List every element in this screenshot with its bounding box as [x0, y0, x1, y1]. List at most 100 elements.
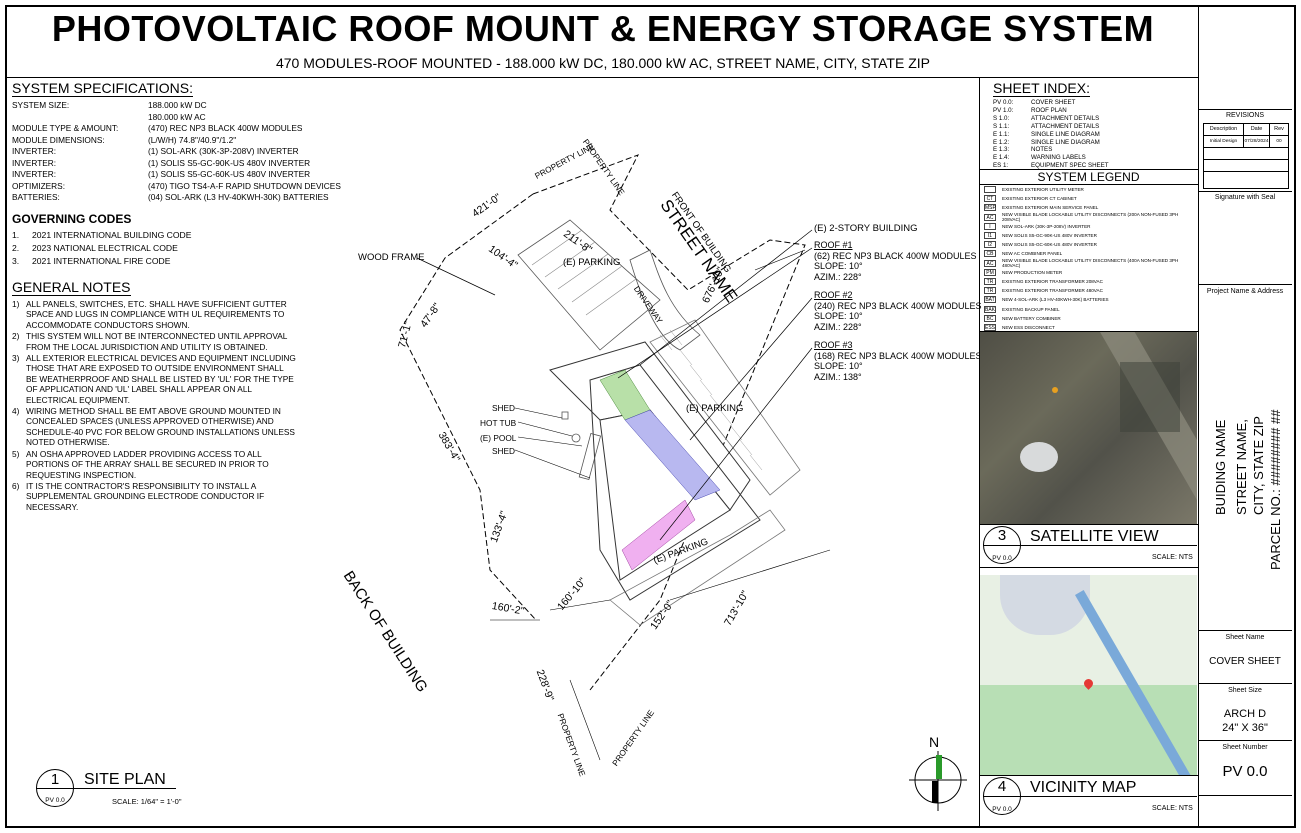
sheet-index-row: S 1.0: ATTACHMENT DETAILS [993, 115, 1193, 123]
note-text: AN OSHA APPROVED LADDER PROVIDING ACCESS… [26, 448, 269, 480]
sheet-code: E 1.3: [993, 146, 1010, 154]
spec-row: SYSTEM SIZE:188.000 kW DC [12, 100, 342, 112]
code-row: 1.2021 INTERNATIONAL BUILDING CODE [12, 229, 312, 242]
sheet-code: PV 0.0: [993, 99, 1014, 106]
legend-symbol-icon: CB [984, 250, 996, 258]
roof-azimuth: AZIM.: 228° [814, 321, 862, 332]
codes-heading: GOVERNING CODES [12, 212, 132, 226]
sheet-code: S 1.1: [993, 122, 1010, 130]
hot-tub-label: HOT TUB [480, 418, 517, 428]
code-row: 3.2021 INTERNATIONAL FIRE CODE [12, 255, 312, 268]
spec-value: (1) SOL-ARK (30K-3P-208V) INVERTER [148, 146, 299, 156]
legend-text: NEW PRODUCTION METER [1002, 269, 1063, 275]
spec-value: (L/W/H) 74.8"/40.9"/1.2" [148, 134, 237, 145]
legend-symbol-icon: MSP [984, 204, 996, 212]
note-number: 5) [12, 448, 20, 459]
sheet-index-row: PV 1.0:ROOF PLAN [993, 107, 1193, 115]
vicinity-map-image [980, 575, 1197, 775]
sheet-title: NOTES [1031, 146, 1053, 154]
spec-key: INVERTER: [12, 146, 57, 156]
roof-1-callout: ROOF #1 (62) REC NP3 BLACK 400W MODULES … [814, 240, 977, 282]
roof-modules: (62) REC NP3 BLACK 400W MODULES [814, 250, 977, 261]
project-label: Project Name & Address [1206, 288, 1284, 295]
code-row: 2.2023 NATIONAL ELECTRICAL CODE [12, 242, 312, 255]
legend-text: NEW SOL-ARK (30K-3P-208V) INVERTER [1002, 223, 1091, 229]
view-sheet: PV 0.0 [992, 555, 1012, 562]
sheet-index-row: PV 0.0: COVER SHEET [993, 99, 1193, 107]
spec-key [12, 112, 148, 124]
existing-building-label: (E) 2-STORY BUILDING [814, 223, 918, 234]
legend-row: EXISTING EXTERIOR UTILITY METER [980, 185, 1197, 194]
spec-key: MODULE TYPE & AMOUNT: [12, 123, 119, 133]
parking-area [609, 509, 786, 626]
legend-text: NEW SOLIS S5-GC-90K-US 480V INVERTER [1002, 233, 1097, 239]
wood-frame-label: WOOD FRAME [358, 252, 425, 263]
sheet-title: SINGLE LINE DIAGRAM [1031, 130, 1100, 138]
sheet-size: ARCH D [1223, 708, 1267, 720]
page-subtitle: 470 MODULES-ROOF MOUNTED - 188.000 kW DC… [275, 55, 930, 71]
north-label: N [929, 734, 940, 750]
spec-value: (470) REC NP3 BLACK 400W MODULES [148, 123, 303, 133]
sheet-title: ATTACHMENT DETAILS [1031, 114, 1100, 122]
note-row: 3)ALL EXTERIOR ELECTRICAL DEVICES AND EQ… [12, 353, 312, 405]
spec-row: INVERTER:(1) SOLIS S5-GC-90K-US 480V INV… [12, 158, 342, 170]
north-arrow-icon [909, 751, 967, 811]
roof-modules: (168) REC NP3 BLACK 400W MODULES [814, 350, 982, 361]
parking-label: (E) PARKING [686, 403, 744, 414]
page-title: PHOTOVOLTAIC ROOF MOUNT & ENERGY STORAGE… [51, 8, 1155, 49]
spec-row: INVERTER: (1) SOLIS S5-GC-60K-US 480V INV… [12, 169, 342, 181]
legend-text: NEW ESS DISCONNECT [1002, 324, 1055, 330]
code-number: 3. [12, 256, 20, 266]
property-line [399, 193, 537, 621]
sheet-code: E 1.2: [993, 138, 1010, 146]
legend-symbol-icon: PM [984, 268, 996, 276]
building-name: BUIDING NAME [1213, 419, 1228, 515]
spec-row: MODULE TYPE & AMOUNT: (470) REC NP3 BLACK… [12, 123, 342, 135]
spec-value: (1) SOLIS S5-GC-60K-US 480V INVERTER [148, 169, 311, 179]
sheet-code: S 1.0: [993, 114, 1010, 122]
roof-slope: SLOPE: 10° [814, 311, 863, 321]
legend-row: CB NEW AC COMBINER PANEL [980, 249, 1197, 258]
view-number: 3 [997, 527, 1007, 544]
sheet-size-label: Sheet Size [1228, 687, 1262, 694]
roof-title: ROOF #1 [814, 240, 853, 250]
sheet-number: PV 0.0 [1222, 763, 1268, 780]
roof-slope: SLOPE: 10° [814, 261, 863, 271]
sheet-name-label: Sheet Name [1225, 634, 1265, 641]
system-legend-heading: SYSTEM LEGEND [1037, 170, 1140, 184]
view-number: 4 [997, 778, 1007, 795]
view-title: SITE PLAN [84, 771, 166, 788]
spec-key: INVERTER: [12, 169, 57, 179]
spec-row: INVERTER: (1) SOL-ARK (30K-3P-208V) INVER… [12, 146, 342, 158]
legend-text: NEW BATTERY COMBINER [1002, 315, 1061, 321]
divider [7, 77, 1198, 78]
general-notes: GENERAL NOTES 1)ALL PANELS, SWITCHES, ET… [12, 279, 312, 513]
legend-row: I NEW SOL-ARK (30K-3P-208V) INVERTER [980, 222, 1197, 231]
specs-heading: SYSTEM SPECIFICATIONS: [12, 80, 193, 97]
note-number: 6) [12, 480, 20, 491]
legend-text: EXISTING BACKUP PANEL [1002, 306, 1060, 312]
spec-value: (04) SOL-ARK (L3 HV-40KWH-30K) BATTERIES [148, 192, 329, 202]
sheet-code: ES 1: [993, 162, 1009, 170]
spec-value: 188.000 kW DC [148, 100, 207, 110]
sheet-index-row: E 1.2:SINGLE LINE DIAGRAM [993, 139, 1193, 147]
sheet-title: COVER SHEET [1031, 99, 1076, 106]
legend-symbol-icon: I2 [984, 241, 996, 249]
driveway [629, 249, 701, 351]
note-text: IT IS THE CONTRACTOR'S RESPONSIBILITY TO… [26, 480, 265, 512]
roof-azimuth: AZIM.: 228° [814, 271, 862, 282]
sheet-name: COVER SHEET [1209, 656, 1281, 667]
roof-2-callout: ROOF #2 (240) REC NP3 BLACK 400W MODULES… [814, 290, 982, 332]
sheet-title: ATTACHMENT DETAILS [1031, 122, 1100, 130]
note-number: 4) [12, 406, 20, 417]
legend-text: NEW AC COMBINER PANEL [1002, 251, 1063, 257]
note-row: 5) AN OSHA APPROVED LADDER PROVIDING ACCE… [12, 449, 312, 480]
note-row: 2)THIS SYSTEM WILL NOT BE INTERCONNECTED… [12, 331, 312, 352]
legend-symbol-icon: I [984, 222, 996, 230]
roof-modules: (240) REC NP3 BLACK 400W MODULES [814, 300, 982, 311]
sheet-index-row: S 1.1: ATTACHMENT DETAILS [993, 123, 1193, 131]
